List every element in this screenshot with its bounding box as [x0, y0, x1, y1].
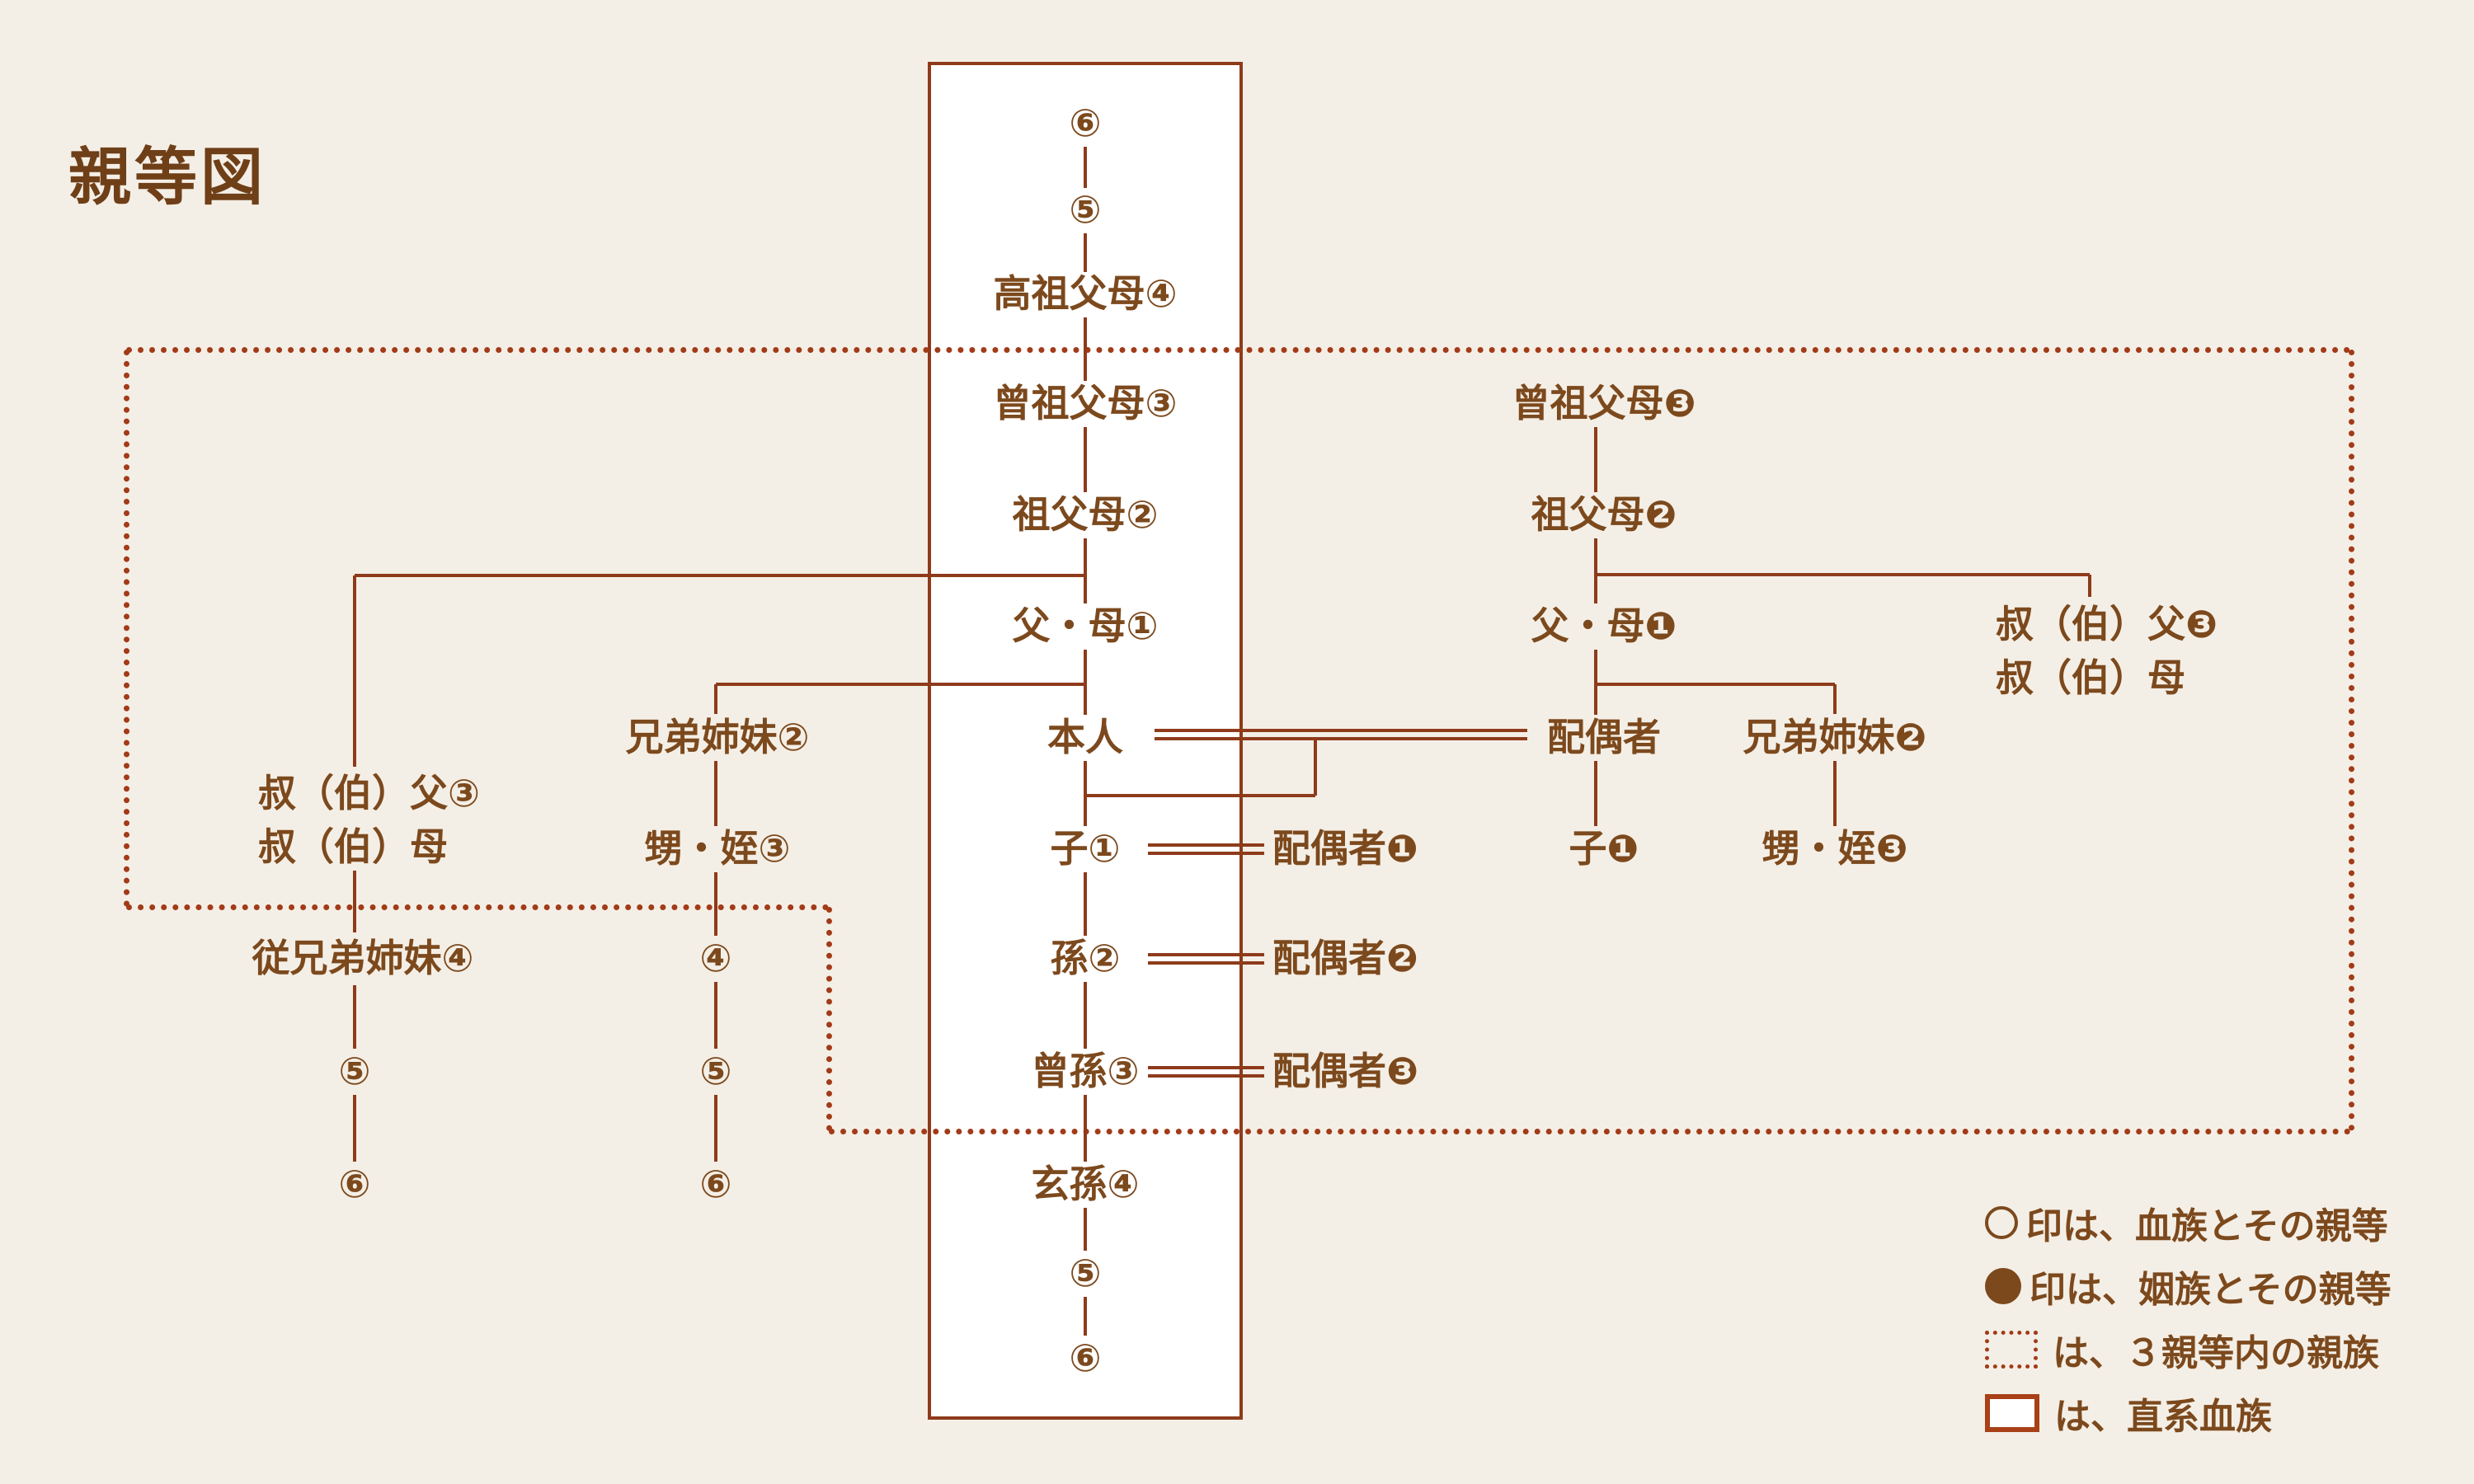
connector-line — [1148, 961, 1264, 965]
node-haiguusha-ko-1: 配偶者❶ — [1272, 827, 1418, 871]
page-title: 親等図 — [68, 143, 266, 213]
connector-line — [1084, 650, 1087, 715]
node-sp-ojibo: 叔（伯）母 — [1996, 656, 2185, 700]
node-sp-fubo-1: 父・母❶ — [1531, 604, 1677, 648]
connector-line — [1594, 650, 1597, 715]
connector-line — [714, 982, 717, 1049]
connector-line — [1148, 852, 1264, 855]
open-circle-icon — [1985, 1206, 2018, 1239]
dotted-boundary-segment — [126, 904, 829, 910]
connector-line — [1155, 729, 1527, 732]
connector-line — [1148, 1066, 1264, 1069]
legend-row-dotted-box: は、３親等内の親族 — [1985, 1323, 2379, 1376]
node-oimei-deg5: ⑤ — [699, 1050, 732, 1093]
connector-line — [1594, 538, 1597, 603]
solid-box-icon — [1985, 1394, 2039, 1432]
connector-line — [1084, 233, 1087, 272]
connector-line — [353, 871, 356, 932]
connector-line — [1314, 740, 1317, 796]
connector-line — [353, 575, 356, 767]
node-kyoudai-2: 兄弟姉妹② — [625, 716, 810, 759]
node-honnin: 本人 — [1047, 716, 1123, 759]
node-fubo-1: 父・母① — [1012, 604, 1159, 648]
connector-line — [353, 985, 356, 1049]
node-deg5-bottom: ⑤ — [1069, 1252, 1102, 1295]
node-sp-ko-1: 子❶ — [1569, 827, 1639, 871]
legend-text: は、直系血族 — [2054, 1397, 2272, 1437]
connector-line — [1148, 843, 1264, 847]
connector-line — [1084, 1208, 1087, 1251]
node-sp-kyoudai-2: 兄弟姉妹❷ — [1743, 716, 1927, 759]
connector-line — [1833, 684, 1837, 714]
node-deg5-top: ⑤ — [1069, 188, 1102, 232]
dotted-boundary-segment — [126, 347, 2351, 353]
node-haiguusha: 配偶者 — [1547, 716, 1661, 759]
connector-line — [1084, 1095, 1087, 1162]
dotted-boundary-segment — [124, 350, 129, 907]
node-ko-1: 子① — [1050, 827, 1121, 871]
connector-line — [1084, 761, 1087, 826]
node-deg6-bottom: ⑥ — [1069, 1336, 1102, 1380]
connector-line — [1084, 147, 1087, 188]
legend-text: 印は、血族とその親等 — [2026, 1206, 2388, 1247]
node-sp-sofubo-2: 祖父母❷ — [1531, 493, 1677, 537]
connector-line — [2088, 575, 2091, 597]
connector-line — [1155, 737, 1527, 740]
connector-line — [714, 1095, 717, 1162]
connector-line — [1596, 573, 2090, 576]
connector-line — [1084, 538, 1087, 603]
node-sp-oimei-3: 甥・姪❸ — [1761, 827, 1908, 871]
dotted-boundary-segment — [2349, 350, 2354, 1131]
connector-line — [1594, 427, 1597, 492]
dotted-box-icon — [1985, 1331, 2038, 1369]
legend-text: は、３親等内の親族 — [2053, 1333, 2379, 1374]
connector-line — [1084, 872, 1087, 936]
node-itoko-deg5: ⑤ — [338, 1050, 371, 1093]
connector-line — [1084, 427, 1087, 492]
connector-line — [714, 872, 717, 936]
connector-line — [1084, 1297, 1087, 1336]
connector-line — [355, 574, 1085, 577]
node-ojifu-3: 叔（伯）父③ — [258, 772, 480, 815]
legend-text: 印は、姻族とその親等 — [2030, 1270, 2392, 1310]
legend-row-filled-circle: 印は、姻族とその親等 — [1985, 1260, 2392, 1313]
node-oimei-deg4: ④ — [699, 937, 732, 980]
node-oimei-3: 甥・姪③ — [644, 827, 791, 871]
connector-line — [1148, 953, 1264, 956]
connector-line — [714, 684, 717, 714]
node-sofubo-2: 祖父母② — [1012, 493, 1159, 537]
dotted-boundary-segment — [826, 907, 832, 1131]
node-ojibo: 叔（伯）母 — [258, 825, 448, 869]
connector-line — [716, 683, 1085, 686]
node-sp-sousofubo-3: 曾祖父母❸ — [1512, 382, 1696, 425]
node-itoko-deg6: ⑥ — [338, 1162, 371, 1206]
connector-line — [353, 1095, 356, 1162]
connector-line — [1596, 683, 1835, 686]
node-souson-3: 曾孫③ — [1031, 1050, 1140, 1093]
connector-line — [1085, 794, 1315, 797]
filled-circle-icon — [1985, 1268, 2021, 1304]
connector-line — [1594, 761, 1597, 826]
node-oimei-deg6: ⑥ — [699, 1162, 732, 1206]
connector-line — [1084, 982, 1087, 1049]
node-sousofubo-3: 曾祖父母③ — [993, 382, 1178, 425]
node-genson-4: 玄孫④ — [1031, 1162, 1140, 1206]
legend-row-solid-box: は、直系血族 — [1985, 1387, 2272, 1439]
node-mago-2: 孫② — [1050, 937, 1121, 980]
connector-line — [714, 761, 717, 826]
connector-line — [1833, 761, 1837, 826]
direct-bloodline-box — [928, 62, 1243, 1420]
node-deg6-top: ⑥ — [1069, 101, 1102, 145]
connector-line — [1084, 317, 1087, 381]
node-kousofubo-4: 高祖父母④ — [993, 272, 1178, 316]
connector-line — [1148, 1074, 1264, 1078]
node-haiguusha-mago-2: 配偶者❷ — [1272, 937, 1418, 980]
node-haiguusha-souson-3: 配偶者❸ — [1272, 1050, 1418, 1093]
node-sp-ojifu-3: 叔（伯）父❸ — [1996, 603, 2218, 646]
dotted-boundary-segment — [829, 1129, 2351, 1134]
legend-row-open-circle: 印は、血族とその親等 — [1985, 1196, 2388, 1249]
node-itoko-4: 従兄弟姉妹④ — [252, 937, 474, 980]
